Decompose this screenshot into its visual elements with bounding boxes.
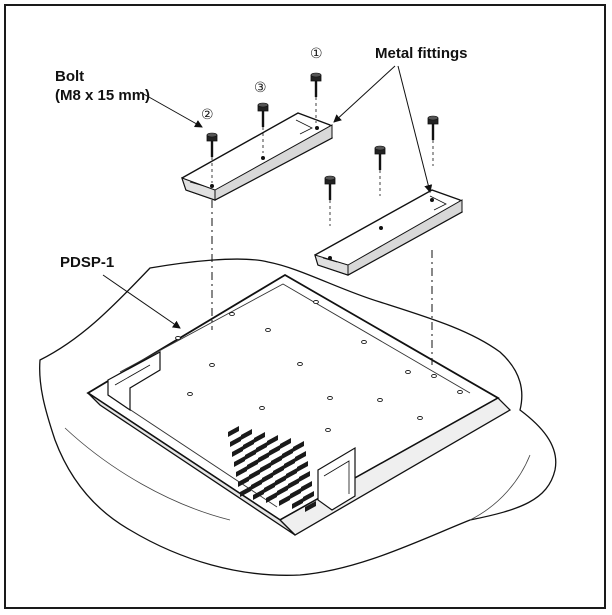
vent-fin xyxy=(253,489,264,500)
unit-foot-right-inner xyxy=(323,460,350,494)
screw-hole xyxy=(431,373,437,379)
sheet-fold-line xyxy=(469,454,531,521)
step-number-3: ③ xyxy=(254,80,267,96)
vent-fin xyxy=(271,455,282,466)
step-number-2: ② xyxy=(201,107,214,123)
vent-fin xyxy=(254,432,265,443)
vent-fin xyxy=(279,495,290,506)
screw-hole xyxy=(313,299,319,305)
vent-fin xyxy=(228,426,239,437)
vent-fin xyxy=(245,449,256,460)
vent-fin xyxy=(290,488,301,499)
vent-fin xyxy=(280,438,291,449)
vent-fin xyxy=(305,501,316,512)
vent-fin xyxy=(238,476,249,487)
screw-hole xyxy=(265,327,271,333)
vent-fin xyxy=(240,486,251,497)
vent-fin xyxy=(230,436,241,447)
vent-fin xyxy=(295,451,306,462)
unit-foot-left-inner xyxy=(114,364,151,386)
unit-left-edge xyxy=(87,392,296,536)
screw-hole xyxy=(259,405,265,411)
vent-fin xyxy=(277,485,288,496)
vent-fin xyxy=(303,491,314,502)
pdsp-label: PDSP-1 xyxy=(60,254,114,271)
screw-holes xyxy=(175,299,463,433)
vent-fin xyxy=(275,475,286,486)
step-number-1: ① xyxy=(310,46,323,62)
fittings-leader-line xyxy=(397,65,433,193)
screw-hole xyxy=(361,339,367,345)
vent-fin xyxy=(297,461,308,472)
screw-hole xyxy=(209,362,215,368)
bolt-size-label: (M8 x 15 mm) xyxy=(55,87,150,104)
screw-hole xyxy=(417,415,423,421)
metal-fitting-right xyxy=(314,189,463,276)
fittings-leader-line xyxy=(333,65,396,123)
bolt-label: Bolt xyxy=(55,68,84,85)
vent-fin xyxy=(286,468,297,479)
bolt-icon xyxy=(324,175,336,226)
metal-fitting-left xyxy=(181,112,333,201)
screw-hole xyxy=(229,311,235,317)
vent-fin xyxy=(264,482,275,493)
ventilation-grille xyxy=(228,426,316,512)
screw-hole xyxy=(175,335,181,341)
vent-fin xyxy=(282,448,293,459)
unit-foot-right xyxy=(317,446,356,511)
screw-hole xyxy=(297,361,303,367)
bolts xyxy=(206,72,439,226)
vent-fin xyxy=(236,466,247,477)
pdsp-leader-line xyxy=(102,274,181,329)
vent-fin xyxy=(258,452,269,463)
vent-fin xyxy=(232,446,243,457)
screw-hole xyxy=(325,427,331,433)
screw-hole xyxy=(187,391,193,397)
vent-fin xyxy=(234,456,245,467)
vent-fin xyxy=(292,498,303,509)
bolt-icon xyxy=(206,132,218,183)
bolt-leader-line xyxy=(139,91,203,128)
vent-fin xyxy=(247,459,258,470)
vent-fin xyxy=(251,479,262,490)
screw-hole xyxy=(377,397,383,403)
bolt-icon xyxy=(374,145,386,196)
vent-fin xyxy=(266,492,277,503)
bolt-icon xyxy=(427,115,439,166)
sheet-fold-line xyxy=(64,427,231,521)
bolt-icon xyxy=(257,102,269,153)
vent-fin xyxy=(299,471,310,482)
vent-fin xyxy=(256,442,267,453)
unit-rim-line xyxy=(119,283,471,394)
vent-fin xyxy=(273,465,284,476)
vent-fin xyxy=(301,481,312,492)
vent-fin xyxy=(284,458,295,469)
vent-fin xyxy=(293,441,304,452)
vent-fin xyxy=(262,472,273,483)
vent-fin xyxy=(267,435,278,446)
vent-fin xyxy=(249,469,260,480)
vent-fin xyxy=(260,462,271,473)
vent-fin xyxy=(288,478,299,489)
metal-fittings-label: Metal fittings xyxy=(375,45,468,62)
vent-fin xyxy=(243,439,254,450)
bolt-icon xyxy=(310,72,322,123)
screw-hole xyxy=(405,369,411,375)
vent-fin xyxy=(241,429,252,440)
screw-hole xyxy=(327,395,333,401)
screw-hole xyxy=(457,389,463,395)
vent-fin xyxy=(269,445,280,456)
